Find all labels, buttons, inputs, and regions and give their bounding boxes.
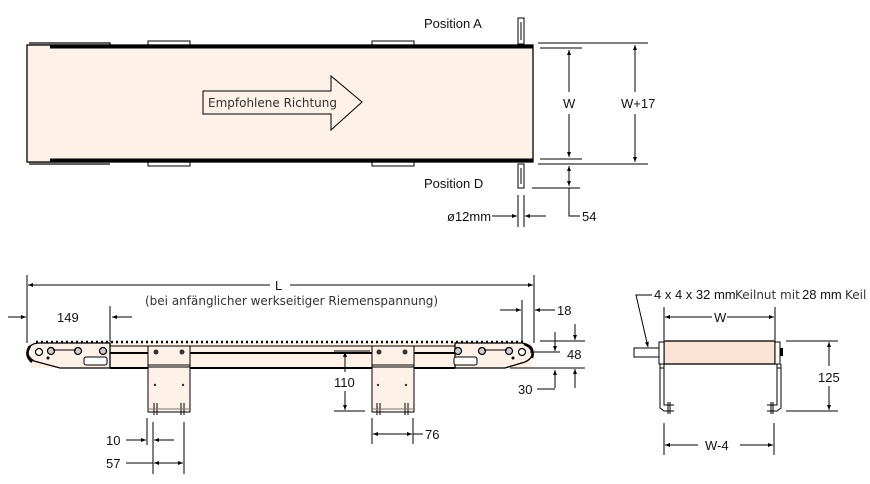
key-leader bbox=[635, 294, 652, 348]
dim-shaft-diameter: ø12mm bbox=[447, 209, 491, 224]
dim-w17: W+17 bbox=[621, 96, 655, 111]
direction-label: Empfohlene Richtung bbox=[208, 96, 337, 110]
pulley-axle-icon bbox=[517, 347, 527, 357]
belt-return-right bbox=[523, 342, 534, 359]
dim-18: 18 bbox=[557, 303, 571, 318]
key-length: 28 mm bbox=[802, 287, 842, 302]
pulley-roller bbox=[663, 340, 776, 365]
bolt-icon bbox=[46, 346, 56, 356]
position-d-label: Position D bbox=[424, 176, 483, 191]
key-text-2: Keil bbox=[845, 288, 866, 302]
stand-bracket-right bbox=[371, 345, 415, 415]
end-plate-slot bbox=[83, 356, 108, 366]
dim-76: 76 bbox=[425, 427, 439, 442]
drive-shaft bbox=[633, 347, 663, 358]
bracket-plate bbox=[147, 345, 191, 413]
direction-arrow-icon bbox=[202, 74, 363, 132]
dim-l: L bbox=[275, 278, 282, 293]
dim-w: W bbox=[563, 96, 576, 111]
end-plate-slot bbox=[453, 356, 478, 366]
dim-w-end: W bbox=[714, 310, 727, 325]
bolt-icon bbox=[46, 356, 50, 360]
side-frame-right bbox=[767, 364, 782, 412]
bolt-icon bbox=[504, 346, 514, 356]
dim-30: 30 bbox=[518, 382, 532, 397]
hole-icon bbox=[404, 383, 408, 387]
belt-return-left bbox=[26, 345, 33, 363]
bolt-icon bbox=[73, 346, 83, 356]
bearing-right bbox=[774, 341, 781, 365]
bolt-icon bbox=[477, 346, 487, 356]
dim-125: 125 bbox=[818, 370, 840, 385]
dim-48: 48 bbox=[567, 347, 581, 362]
shaft-end-right bbox=[780, 348, 783, 356]
side-view: L (bei anfänglicher werkseitiger Riemens… bbox=[8, 275, 585, 474]
hole-icon bbox=[153, 383, 157, 387]
hole-icon bbox=[376, 383, 380, 387]
hole-icon bbox=[181, 383, 185, 387]
dim-l-note: (bei anfänglicher werkseitiger Riemenspa… bbox=[145, 294, 438, 308]
bracket-plate bbox=[371, 345, 415, 413]
position-a-label: Position A bbox=[424, 16, 482, 31]
key-size: 4 x 4 x 32 mm bbox=[654, 287, 736, 302]
key-text-1: Keilnut mit bbox=[735, 288, 800, 302]
bolt-icon bbox=[98, 346, 108, 356]
dim-110: 110 bbox=[334, 375, 355, 390]
anchor-bolts bbox=[667, 402, 774, 414]
bolt-icon bbox=[453, 346, 463, 356]
stand-bracket-left bbox=[147, 345, 191, 415]
leader-54 bbox=[568, 188, 580, 217]
pulley-axle-icon bbox=[34, 347, 44, 357]
dim-149: 149 bbox=[57, 310, 79, 325]
bearing-left bbox=[658, 341, 665, 365]
bolt-icon bbox=[153, 349, 159, 355]
dim-57: 57 bbox=[106, 456, 120, 471]
dim-54: 54 bbox=[582, 209, 596, 224]
end-view: 4 x 4 x 32 mm Keilnut mit 28 mm Keil W 1… bbox=[633, 287, 866, 455]
bolt-icon bbox=[376, 349, 382, 355]
dim-w4: W-4 bbox=[705, 438, 729, 453]
dim-10: 10 bbox=[106, 433, 120, 448]
bolt-icon bbox=[402, 349, 408, 355]
bolt-icon bbox=[511, 356, 515, 360]
bolt-icon bbox=[179, 349, 185, 355]
top-view: Empfohlene Richtung Position A Position … bbox=[26, 16, 655, 227]
side-frame-left bbox=[659, 364, 674, 412]
